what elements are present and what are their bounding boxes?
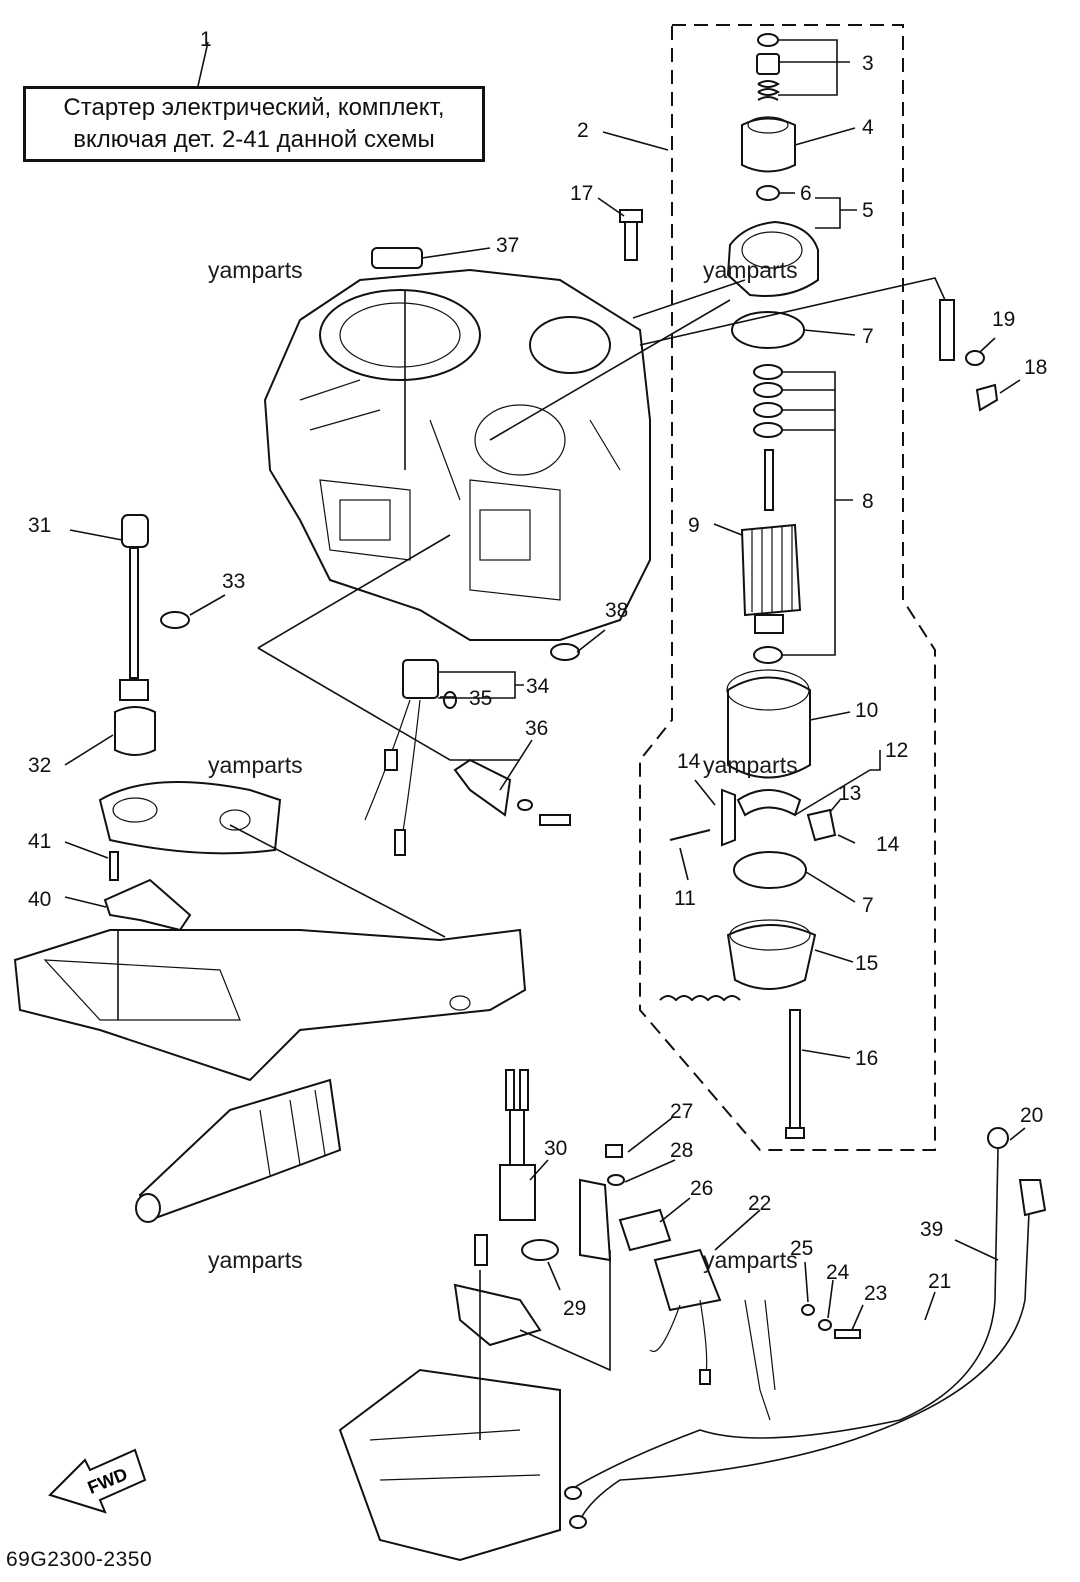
watermark: yamparts (208, 752, 303, 778)
callout-8: 8 (862, 490, 874, 513)
callout-24: 24 (826, 1261, 850, 1284)
callout-5: 5 (862, 199, 874, 222)
callout-26: 26 (690, 1177, 713, 1200)
callout-41: 41 (28, 830, 51, 853)
fwd-arrow: FWD (48, 1448, 147, 1514)
callout-2: 2 (577, 119, 589, 142)
callout-14a: 14 (677, 750, 701, 773)
callout-29: 29 (563, 1297, 586, 1320)
callout-15: 15 (855, 952, 878, 975)
callout-17: 17 (570, 182, 593, 205)
watermark: yamparts (703, 752, 798, 778)
callout-10: 10 (855, 699, 878, 722)
starter-motor-parts (619, 33, 999, 1139)
assembly-caption-box: Стартер электрический, комплект, включая… (23, 86, 485, 162)
callout-40: 40 (28, 888, 51, 911)
callout-22: 22 (748, 1192, 771, 1215)
engine-block (263, 268, 651, 641)
tiller-handle-parts (13, 247, 580, 1223)
callout-11: 11 (674, 887, 696, 910)
caption-line-2: включая дет. 2-41 данной схемы (73, 126, 435, 153)
leader-lines (64, 39, 1026, 1440)
callout-numbers: 1 2 3 4 5 6 7 8 9 10 11 12 13 14 14 7 15… (28, 28, 1047, 1320)
callout-30: 30 (544, 1137, 567, 1160)
callout-12: 12 (885, 739, 908, 762)
callout-25: 25 (790, 1237, 813, 1260)
callout-38: 38 (605, 599, 628, 622)
watermark: yamparts (703, 257, 798, 283)
callout-32: 32 (28, 754, 51, 777)
callout-3: 3 (862, 52, 874, 75)
watermark: yamparts (208, 1247, 303, 1273)
watermark: yamparts (703, 1247, 798, 1273)
callout-7a: 7 (862, 325, 874, 348)
callout-18: 18 (1024, 356, 1047, 379)
callout-36: 36 (525, 717, 548, 740)
callout-9: 9 (688, 514, 700, 537)
callout-19: 19 (992, 308, 1015, 331)
starter-assembly-boundary (639, 24, 936, 1151)
callout-16: 16 (855, 1047, 878, 1070)
callout-20: 20 (1020, 1104, 1043, 1127)
callout-1: 1 (200, 28, 212, 51)
callout-27: 27 (670, 1100, 693, 1123)
callout-31: 31 (28, 514, 51, 537)
callout-28: 28 (670, 1139, 693, 1162)
rectifier-and-wiring-parts (338, 1069, 1047, 1562)
drawing-code: 69G2300-2350 (6, 1548, 153, 1571)
callout-34: 34 (526, 675, 550, 698)
callout-23: 23 (864, 1282, 887, 1305)
callout-14b: 14 (876, 833, 900, 856)
callout-37: 37 (496, 234, 519, 257)
callout-21: 21 (928, 1270, 951, 1293)
callout-6: 6 (800, 182, 812, 205)
watermark: yamparts (208, 257, 303, 283)
callout-39: 39 (920, 1218, 943, 1241)
callout-35: 35 (469, 687, 492, 710)
callout-7b: 7 (862, 894, 874, 917)
callout-13: 13 (838, 782, 861, 805)
callout-4: 4 (862, 116, 874, 139)
callout-33: 33 (222, 570, 245, 593)
caption-line-1: Стартер электрический, комплект, (63, 94, 445, 121)
